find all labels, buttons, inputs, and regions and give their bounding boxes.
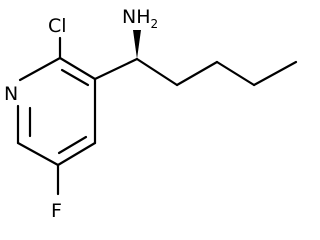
atom-label-nh2-subscript: 2 — [151, 17, 159, 31]
molecule-structure: N Cl F NH2 — [4, 6, 298, 222]
atom-label-nh2: NH2 — [122, 6, 158, 31]
atom-labels: N Cl F NH2 — [4, 6, 158, 222]
bond-c3-chiral — [93, 57, 139, 81]
atom-label-nh: NH — [122, 6, 151, 28]
pyridine-ring — [16, 56, 97, 167]
bond-n-c2 — [18, 56, 62, 82]
bond-chain-1 — [135, 57, 179, 87]
bond-c4-c5 — [56, 141, 97, 167]
substituent-bonds — [56, 30, 298, 196]
bond-c4-c5-double — [57, 135, 88, 155]
bond-c5-c6 — [16, 141, 60, 167]
bond-c2-c3 — [58, 56, 97, 81]
bond-chain-2 — [175, 60, 219, 87]
atom-label-cl: Cl — [48, 15, 67, 37]
bond-chain-4 — [252, 60, 298, 87]
atom-label-f: F — [51, 200, 62, 222]
bond-c2-c3-double — [60, 68, 90, 87]
atom-label-n: N — [4, 83, 18, 105]
wedge-bond-chiral-nh2 — [133, 30, 141, 59]
bond-chain-3 — [215, 60, 256, 87]
